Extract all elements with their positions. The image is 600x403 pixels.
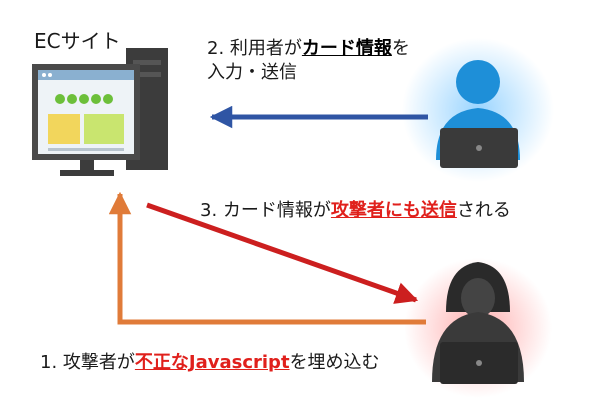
step2-highlight: カード情報 <box>301 38 392 59</box>
step3-prefix: 3. カード情報が <box>200 200 331 221</box>
step3-suffix: される <box>456 200 511 221</box>
monitor-stand <box>60 170 114 176</box>
step3-highlight1: 攻撃者にも <box>330 200 421 221</box>
step3-highlight2: 送信 <box>420 200 457 221</box>
step2-caption-line1: 2. 利用者がカード情報を <box>207 38 410 60</box>
step1-caption: 1. 攻撃者が不正なJavascriptを埋め込む <box>40 352 380 374</box>
arrow-attacker-to-site <box>108 191 426 325</box>
step3-caption: 3. カード情報が攻撃者にも送信される <box>200 200 511 222</box>
screen-green-dots <box>55 94 113 104</box>
step1-suffix: を埋め込む <box>289 352 380 373</box>
step1-highlight: 不正なJavascript <box>134 352 290 373</box>
arrow-site-to-attacker <box>146 202 419 304</box>
step2-suffix: を <box>391 38 410 59</box>
screen-block-left <box>48 114 80 144</box>
step2-prefix: 2. 利用者が <box>207 38 302 59</box>
hooded-attacker-icon <box>404 258 552 398</box>
step1-prefix: 1. 攻撃者が <box>40 352 135 373</box>
site-label: ECサイト <box>34 29 121 53</box>
step2-caption-line2: 入力・送信 <box>207 62 297 83</box>
screen-block-right <box>84 114 124 144</box>
desktop-computer-icon <box>32 48 168 176</box>
user-at-laptop-icon <box>402 38 554 182</box>
